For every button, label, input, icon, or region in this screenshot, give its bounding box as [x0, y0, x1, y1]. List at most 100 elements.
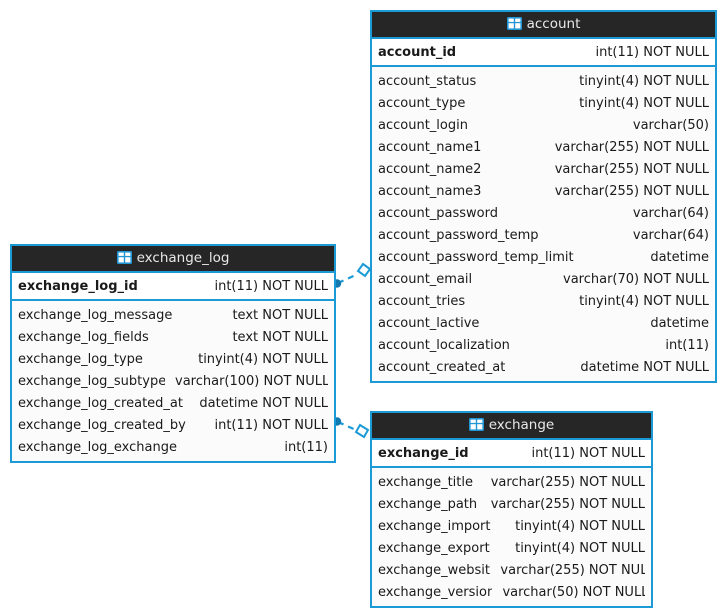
- entity-table-exchange[interactable]: exchange exchange_id int(11) NOT NULL ex…: [370, 411, 653, 608]
- column-name: account_login: [378, 117, 468, 133]
- column-row[interactable]: exchange_title varchar(255) NOT NULL: [372, 471, 651, 493]
- column-row[interactable]: account_name1 varchar(255) NOT NULL: [372, 136, 715, 158]
- column-row[interactable]: exchange_log_subtype varchar(100) NOT NU…: [12, 370, 334, 392]
- column-list: exchange_log_message text NOT NULL excha…: [12, 301, 334, 461]
- column-name: exchange_log_created_at: [18, 395, 183, 411]
- column-type: datetime: [650, 249, 709, 265]
- column-name: exchange_id: [378, 445, 469, 461]
- column-row[interactable]: exchange_export tinyint(4) NOT NULL: [372, 537, 651, 559]
- primary-key-row[interactable]: exchange_id int(11) NOT NULL: [372, 440, 651, 468]
- column-type: int(11) NOT NULL: [214, 278, 328, 294]
- column-row[interactable]: exchange_log_type tinyint(4) NOT NULL: [12, 348, 334, 370]
- column-type: varchar(255) NOT NULL: [490, 474, 645, 490]
- column-type: int(11): [665, 337, 709, 353]
- relationship-line: [337, 272, 359, 285]
- column-type: varchar(255) NOT NULL: [554, 139, 709, 155]
- column-type: datetime: [650, 315, 709, 331]
- column-name: exchange_website: [378, 562, 491, 578]
- entity-title: exchange: [488, 417, 555, 433]
- column-name: exchange_log_created_by: [18, 417, 186, 433]
- column-name: exchange_export: [378, 540, 490, 556]
- column-row[interactable]: account_type tinyint(4) NOT NULL: [372, 92, 715, 114]
- table-icon: [506, 14, 522, 37]
- entity-table-exchange-log[interactable]: exchange_log exchange_log_id int(11) NOT…: [10, 244, 336, 463]
- column-name: exchange_version: [378, 584, 493, 600]
- column-name: account_status: [378, 73, 477, 89]
- relationship-exchange-log-account[interactable]: [332, 262, 372, 288]
- column-type: varchar(255) NOT NULL: [554, 161, 709, 177]
- entity-title: exchange_log: [136, 250, 230, 266]
- column-row[interactable]: exchange_log_created_by int(11) NOT NULL: [12, 414, 334, 436]
- column-row[interactable]: account_login varchar(50): [372, 114, 715, 136]
- column-type: varchar(255) NOT NULL: [500, 562, 645, 578]
- column-name: account_created_at: [378, 359, 506, 375]
- column-type: varchar(64): [632, 205, 709, 221]
- primary-key-row[interactable]: exchange_log_id int(11) NOT NULL: [12, 273, 334, 301]
- column-list: account_status tinyint(4) NOT NULL accou…: [372, 67, 715, 381]
- column-row[interactable]: exchange_log_fields text NOT NULL: [12, 326, 334, 348]
- column-type: text NOT NULL: [232, 329, 328, 345]
- column-row[interactable]: account_status tinyint(4) NOT NULL: [372, 70, 715, 92]
- column-row[interactable]: account_localization int(11): [372, 334, 715, 356]
- table-icon: [468, 415, 484, 438]
- relationship-exchange-log-exchange[interactable]: [332, 417, 370, 439]
- column-name: exchange_log_id: [18, 278, 138, 294]
- column-name: exchange_log_exchange: [18, 439, 177, 455]
- column-row[interactable]: exchange_path varchar(255) NOT NULL: [372, 493, 651, 515]
- column-name: account_password_temp: [378, 227, 539, 243]
- column-type: tinyint(4) NOT NULL: [579, 95, 709, 111]
- column-type: varchar(255) NOT NULL: [490, 496, 645, 512]
- primary-key-row[interactable]: account_id int(11) NOT NULL: [372, 39, 715, 67]
- column-type: tinyint(4) NOT NULL: [198, 351, 328, 367]
- column-row[interactable]: exchange_log_exchange int(11): [12, 436, 334, 458]
- column-row[interactable]: account_password_temp_limit datetime: [372, 246, 715, 268]
- column-name: account_tries: [378, 293, 466, 309]
- relationship-target-diamond: [354, 423, 370, 439]
- column-type: varchar(50): [632, 117, 709, 133]
- column-row[interactable]: exchange_version varchar(50) NOT NULL: [372, 581, 651, 603]
- column-type: tinyint(4) NOT NULL: [515, 518, 645, 534]
- column-row[interactable]: account_name2 varchar(255) NOT NULL: [372, 158, 715, 180]
- column-row[interactable]: account_email varchar(70) NOT NULL: [372, 268, 715, 290]
- column-type: datetime NOT NULL: [580, 359, 709, 375]
- column-type: varchar(70) NOT NULL: [563, 271, 709, 287]
- column-type: varchar(64): [632, 227, 709, 243]
- column-name: account_localization: [378, 337, 510, 353]
- column-type: varchar(50) NOT NULL: [502, 584, 645, 600]
- column-type: int(11) NOT NULL: [595, 44, 709, 60]
- column-row[interactable]: account_name3 varchar(255) NOT NULL: [372, 180, 715, 202]
- entity-title: account: [526, 16, 581, 32]
- column-type: text NOT NULL: [232, 307, 328, 323]
- column-name: exchange_log_fields: [18, 329, 149, 345]
- column-row[interactable]: account_created_at datetime NOT NULL: [372, 356, 715, 378]
- column-name: exchange_log_type: [18, 351, 143, 367]
- column-name: account_name3: [378, 183, 482, 199]
- column-name: account_email: [378, 271, 473, 287]
- column-row[interactable]: account_password_temp varchar(64): [372, 224, 715, 246]
- column-list: exchange_title varchar(255) NOT NULL exc…: [372, 468, 651, 606]
- column-name: exchange_import: [378, 518, 491, 534]
- column-row[interactable]: account_tries tinyint(4) NOT NULL: [372, 290, 715, 312]
- column-row[interactable]: exchange_log_created_at datetime NOT NUL…: [12, 392, 334, 414]
- column-name: account_id: [378, 44, 457, 60]
- column-row[interactable]: exchange_website varchar(255) NOT NULL: [372, 559, 651, 581]
- column-row[interactable]: exchange_log_message text NOT NULL: [12, 304, 334, 326]
- column-name: exchange_log_message: [18, 307, 173, 323]
- column-row[interactable]: exchange_import tinyint(4) NOT NULL: [372, 515, 651, 537]
- column-type: int(11) NOT NULL: [531, 445, 645, 461]
- column-name: account_password: [378, 205, 499, 221]
- entity-table-account[interactable]: account account_id int(11) NOT NULL acco…: [370, 10, 717, 383]
- column-row[interactable]: account_password varchar(64): [372, 202, 715, 224]
- entity-header-exchange-log: exchange_log: [12, 246, 334, 273]
- relationship-line: [337, 420, 357, 432]
- entity-header-exchange: exchange: [372, 413, 651, 440]
- column-type: int(11) NOT NULL: [214, 417, 328, 433]
- column-type: varchar(100) NOT NULL: [175, 373, 328, 389]
- column-name: exchange_log_subtype: [18, 373, 165, 389]
- column-type: varchar(255) NOT NULL: [554, 183, 709, 199]
- entity-header-account: account: [372, 12, 715, 39]
- relationship-target-diamond: [356, 262, 372, 278]
- column-name: exchange_title: [378, 474, 473, 490]
- column-row[interactable]: account_lactive datetime: [372, 312, 715, 334]
